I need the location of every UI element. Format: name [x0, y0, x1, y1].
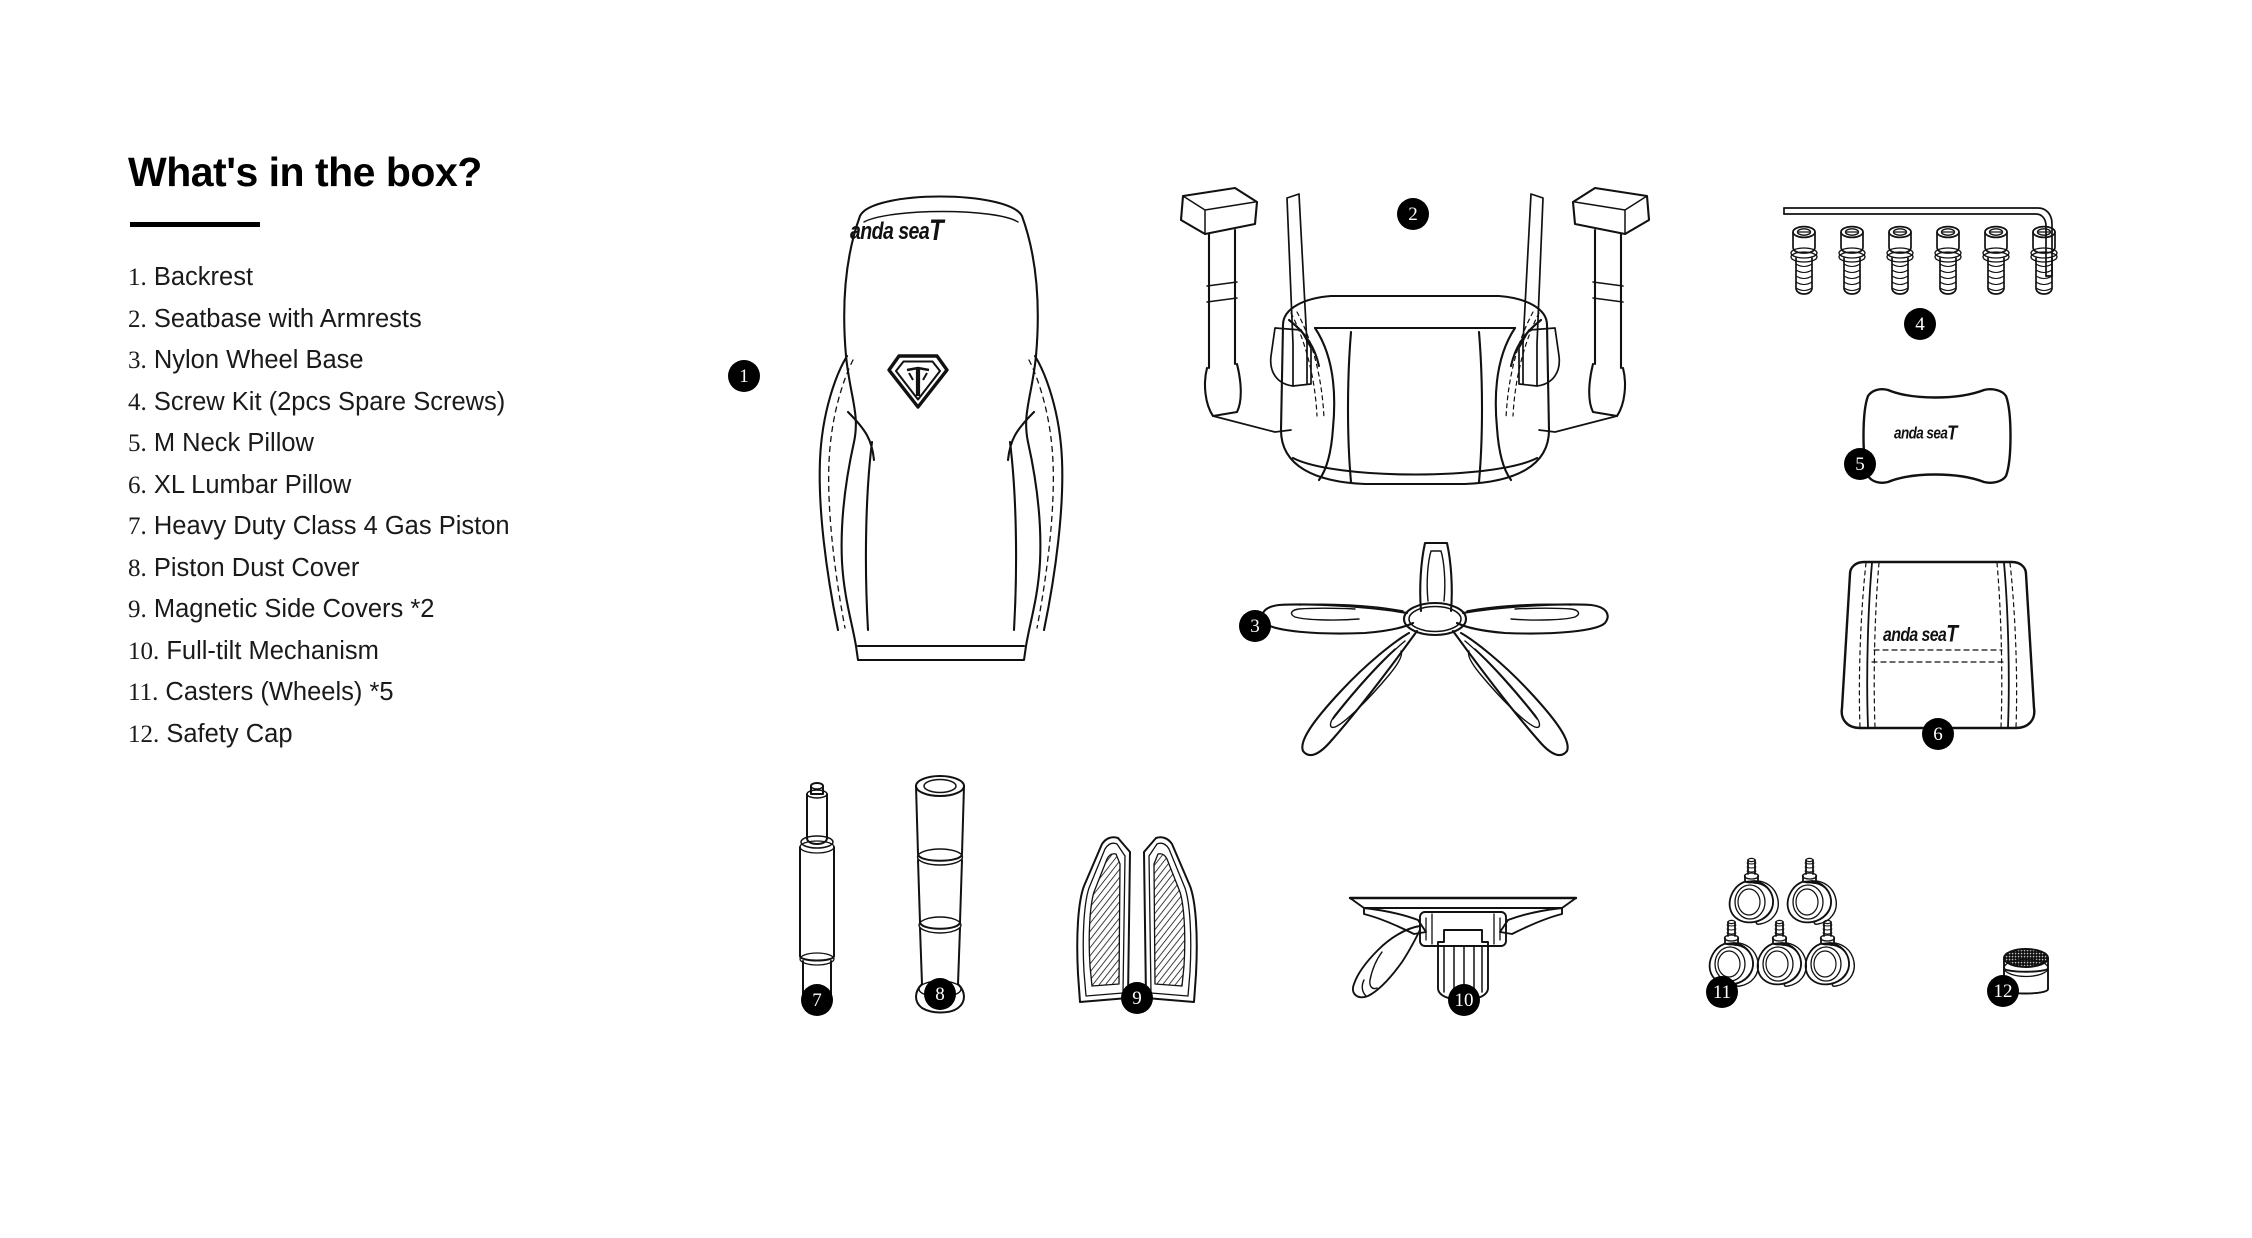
parts-list: 1. Backrest 2. Seatbase with Armrests 3.… — [128, 257, 688, 755]
list-item-label: Safety Cap — [166, 719, 293, 748]
screws-group — [1790, 225, 2058, 295]
list-item-number: 12. — [128, 720, 160, 748]
figure-casters: 11 — [1706, 857, 1892, 1008]
list-item: 5. M Neck Pillow — [128, 423, 688, 465]
list-item-label: Backrest — [153, 263, 254, 292]
callout-badge-5: 5 — [1844, 448, 1876, 480]
list-item-label: XL Lumbar Pillow — [153, 470, 352, 499]
list-item-label: Nylon Wheel Base — [153, 346, 364, 375]
list-item: 11. Casters (Wheels) *5 — [128, 672, 688, 714]
figure-screw-kit: 4 — [1780, 200, 2080, 340]
callout-badge-4: 4 — [1904, 308, 1936, 340]
figure-gas-piston: 7 — [782, 776, 852, 1016]
list-item: 8. Piston Dust Cover — [128, 548, 688, 590]
list-item-number: 6. — [128, 471, 147, 499]
ad-diamond-emblem-icon — [885, 350, 951, 412]
callout-badge-11: 11 — [1706, 976, 1738, 1008]
callout-badge-7: 7 — [801, 984, 833, 1016]
list-item: 1. Backrest — [128, 257, 688, 299]
brand-wordmark: anda seaT — [850, 214, 944, 247]
callout-badge-12: 12 — [1987, 975, 2019, 1007]
list-item: 4. Screw Kit (2pcs Spare Screws) — [128, 382, 688, 424]
list-item-number: 1. — [128, 264, 147, 292]
list-item-number: 11. — [128, 679, 159, 707]
list-item-number: 3. — [128, 347, 147, 375]
brand-wordmark: anda seaT — [1894, 421, 1957, 445]
figure-magnetic-side-covers: 9 — [1072, 832, 1202, 1014]
figure-nylon-wheel-base: 3 — [1239, 535, 1615, 785]
page-title: What's in the box? — [128, 149, 482, 195]
list-item-label: M Neck Pillow — [153, 429, 314, 458]
list-item: 9. Magnetic Side Covers *2 — [128, 589, 688, 631]
list-item-label: Screw Kit (2pcs Spare Screws) — [153, 387, 506, 416]
list-item: 2. Seatbase with Armrests — [128, 299, 688, 341]
list-item-label: Magnetic Side Covers *2 — [153, 595, 435, 624]
legend-panel: What's in the box? 1. Backrest 2. Seatba… — [128, 149, 688, 755]
figure-full-tilt-mechanism: 10 — [1348, 880, 1578, 1020]
list-item-label: Piston Dust Cover — [153, 553, 360, 582]
callout-badge-10: 10 — [1448, 984, 1480, 1016]
figure-backrest: anda seaT 1 — [728, 160, 1140, 680]
list-item-number: 8. — [128, 554, 147, 582]
list-item-number: 10. — [128, 637, 160, 665]
list-item-number: 9. — [128, 596, 147, 624]
figure-safety-cap: 12 — [1987, 945, 2065, 1015]
list-item-label: Seatbase with Armrests — [153, 304, 422, 333]
list-item-label: Full-tilt Mechanism — [166, 636, 379, 665]
list-item: 6. XL Lumbar Pillow — [128, 465, 688, 507]
figure-neck-pillow: anda seaT 5 — [1844, 382, 2030, 492]
figure-seatbase-armrests: 2 — [1165, 180, 1665, 510]
callout-badge-1: 1 — [728, 360, 760, 392]
title-divider — [130, 222, 260, 228]
callout-badge-8: 8 — [924, 978, 956, 1010]
brand-wordmark: anda seaT — [1883, 621, 1958, 648]
hex-key-wrench-icon — [1783, 207, 2053, 277]
callout-badge-2: 2 — [1397, 198, 1429, 230]
list-item: 12. Safety Cap — [128, 714, 688, 756]
list-item-number: 4. — [128, 388, 147, 416]
list-item: 3. Nylon Wheel Base — [128, 340, 688, 382]
list-item-label: Heavy Duty Class 4 Gas Piston — [153, 512, 510, 541]
callout-badge-6: 6 — [1922, 718, 1954, 750]
list-item-number: 7. — [128, 513, 147, 541]
list-item-number: 2. — [128, 305, 147, 333]
list-item: 7. Heavy Duty Class 4 Gas Piston — [128, 506, 688, 548]
list-item: 10. Full-tilt Mechanism — [128, 631, 688, 673]
figure-piston-dust-cover: 8 — [900, 770, 980, 1015]
list-item-label: Casters (Wheels) *5 — [165, 678, 394, 707]
list-item-number: 5. — [128, 430, 147, 458]
figure-lumbar-pillow: anda seaT 6 — [1828, 558, 2048, 750]
callout-badge-9: 9 — [1121, 982, 1153, 1014]
callout-badge-3: 3 — [1239, 610, 1271, 642]
